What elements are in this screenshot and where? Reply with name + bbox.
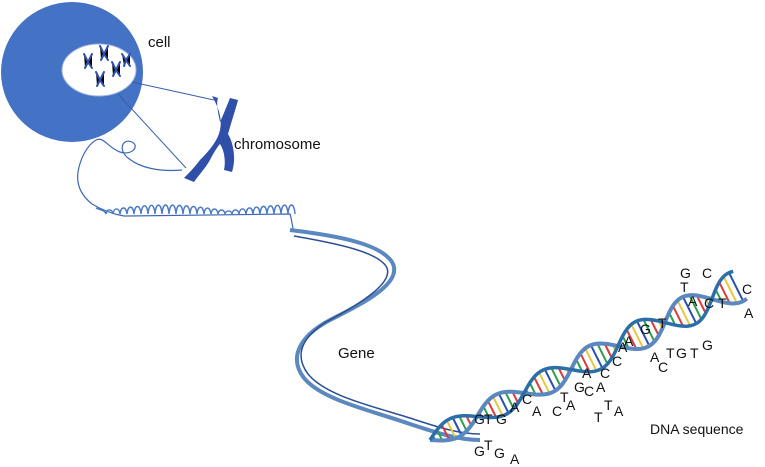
dna-base-letter: G <box>474 443 485 459</box>
chromatin-coil-path <box>95 204 296 215</box>
dna-base-letter: A <box>744 305 754 321</box>
chromatin-coils <box>95 204 296 215</box>
base-pair-rung <box>451 417 463 436</box>
dna-sequence-label: DNA sequence <box>650 421 744 437</box>
base-pair-rung <box>440 424 451 441</box>
chromosome-label: chromosome <box>234 136 321 153</box>
dna-base-letter: C <box>704 295 715 311</box>
dna-base-letter: A <box>510 451 520 467</box>
dna-base-letter: T <box>680 279 689 295</box>
cell-group <box>1 2 143 142</box>
dna-base-letter: G <box>474 411 485 427</box>
base-pair-rung <box>603 343 613 359</box>
dna-base-letter: T <box>484 411 493 427</box>
base-pair-rung <box>596 343 609 365</box>
base-pair-rung <box>458 415 468 432</box>
dna-base-letter: T <box>718 295 727 311</box>
dna-base-letter: G <box>574 379 585 395</box>
dna-base-letter: G <box>680 265 691 281</box>
dna-base-letter: T <box>560 389 569 405</box>
chromosome <box>184 96 238 182</box>
dna-base-letter: A <box>510 399 520 415</box>
base-pair-rung <box>492 395 504 417</box>
dna-base-letter: C <box>612 353 623 369</box>
cell-nucleus <box>61 43 137 97</box>
base-pair-rung <box>728 272 745 302</box>
dna-base-letter: A <box>688 293 698 309</box>
dna-base-letter: G <box>496 411 507 427</box>
base-pair-rung <box>630 323 645 349</box>
dna-base-letter: A <box>650 349 660 365</box>
base-pair-rung <box>676 299 692 327</box>
base-pair-rung <box>557 367 566 381</box>
dna-base-letter: C <box>600 365 611 381</box>
dna-base-letter: A <box>532 403 542 419</box>
cell-label: cell <box>148 34 171 51</box>
base-pair-rung <box>625 329 638 350</box>
dna-base-letter: A <box>624 333 634 349</box>
base-pair-rung <box>718 281 731 304</box>
dna-base-letter: A <box>618 339 628 355</box>
dna-base-letter: A <box>582 365 592 381</box>
dna-base-letter: A <box>566 397 576 413</box>
base-pair-rung <box>649 319 660 337</box>
base-pair-rung <box>543 368 557 392</box>
gene-ribbon <box>289 228 481 442</box>
dna-base-letter: T <box>604 397 613 413</box>
base-pair-rung <box>579 352 591 373</box>
dna-helix <box>428 269 749 443</box>
base-pair-rung <box>550 367 562 387</box>
base-pair-rung <box>533 376 544 395</box>
base-pair-rung <box>672 305 684 327</box>
base-pair-rung <box>636 320 651 347</box>
dna-base-letter: G <box>676 345 687 361</box>
zoom-lines <box>117 81 215 169</box>
dna-backbone-a <box>429 293 749 443</box>
gene-strand-b <box>293 235 481 435</box>
chromatin-fiber <box>77 138 295 233</box>
base-pair-rung <box>445 420 457 439</box>
dna-base-letter: C <box>658 359 669 375</box>
base-pair-rung <box>589 344 604 369</box>
dna-base-letter: G <box>494 445 505 461</box>
base-pair-rung <box>504 391 515 410</box>
base-pair-rung <box>538 371 551 394</box>
gene-strand-a <box>289 228 481 442</box>
dna-base-letter: T <box>594 409 603 425</box>
dna-base-letter: G <box>702 337 713 353</box>
dna-base-letter: C <box>702 265 713 281</box>
base-pair-rung <box>722 276 738 304</box>
base-pair-rung <box>584 347 598 372</box>
dna-base-letter: C <box>522 391 533 407</box>
dna-base-letter: C <box>552 403 563 419</box>
base-pair-rung <box>688 294 703 320</box>
dna-base-letter: G <box>640 321 651 337</box>
gene-label: Gene <box>338 345 375 362</box>
dna-backbone-b <box>428 269 734 441</box>
dna-base-letter: T <box>666 345 675 361</box>
dna-base-letter: C <box>584 383 595 399</box>
base-pair-rung <box>682 296 698 324</box>
nucleus-chromosomes <box>83 45 131 87</box>
dna-base-letter: A <box>596 379 606 395</box>
dna-base-letter: C <box>742 281 753 297</box>
base-pair-rung <box>497 393 510 414</box>
dna-base-letter: T <box>658 315 667 331</box>
base-pair-rung <box>642 319 656 343</box>
dna-base-letter: A <box>614 403 624 419</box>
base-pair-rung <box>695 295 707 314</box>
dna-base-letter: T <box>690 345 699 361</box>
dna-base-letter: T <box>484 437 493 453</box>
base-pair-rung <box>486 400 498 418</box>
